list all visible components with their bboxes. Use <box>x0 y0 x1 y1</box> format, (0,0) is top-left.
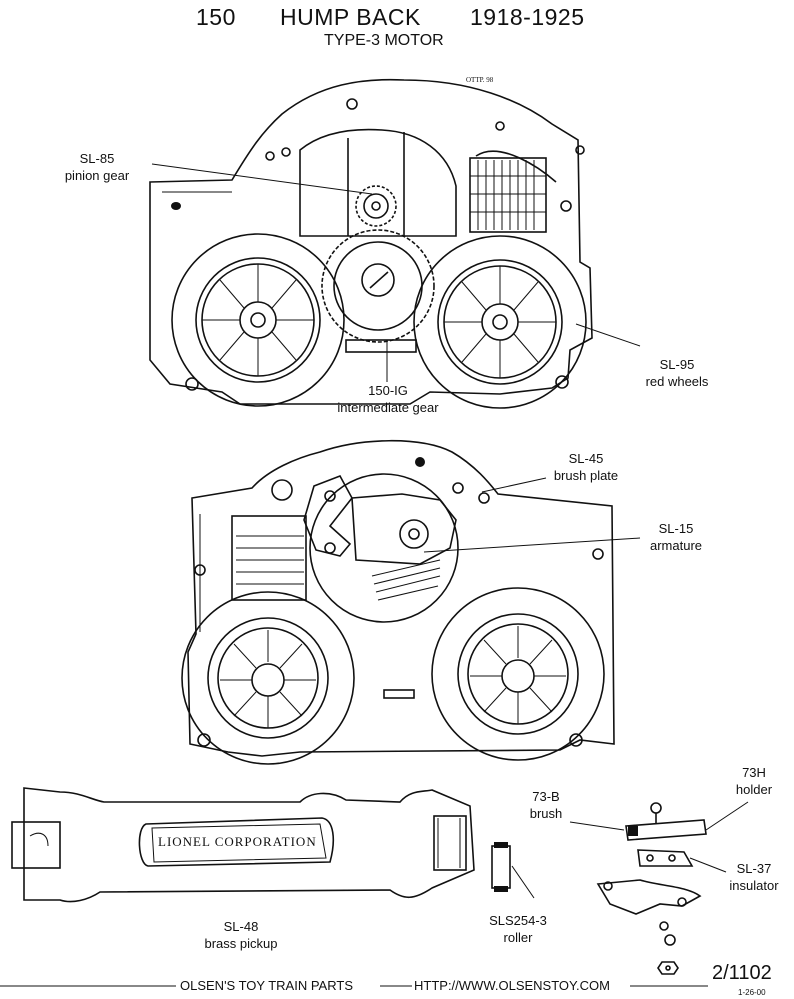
part-desc: pinion gear <box>64 168 130 183</box>
part-number: 73-B <box>532 789 560 804</box>
label-sl48: SL-48 brass pickup <box>186 918 296 952</box>
label-sl45: SL-45 brush plate <box>536 450 636 484</box>
part-number: SL-45 <box>568 451 604 466</box>
ottp-stamp: OTTP. 98 <box>466 76 494 84</box>
part-number: 73H <box>742 765 766 780</box>
part-number: SL-48 <box>223 919 259 934</box>
brush-parts-drawing <box>569 801 749 975</box>
label-sl37: SL-37 insulator <box>718 860 790 894</box>
model-name: HUMP BACK <box>280 4 421 30</box>
label-150-ig: 150-IG intermediate gear <box>318 382 458 416</box>
middle-leader-lines <box>423 477 641 553</box>
part-number: SLS254-3 <box>489 913 547 928</box>
pickup-plate-lettering: LIONEL CORPORATION <box>158 834 317 849</box>
part-desc: red wheels <box>645 374 709 389</box>
brass-pickup-drawing <box>11 787 475 903</box>
footer-company: OLSEN'S TOY TRAIN PARTS <box>180 978 353 993</box>
label-sl15: SL-15 armature <box>636 520 716 554</box>
page-number: 2/1102 <box>712 962 772 984</box>
label-sl95: SL-95 red wheels <box>632 356 722 390</box>
part-desc: holder <box>735 782 773 797</box>
page-subtitle: TYPE-3 MOTOR <box>324 32 444 49</box>
revision-date: 1-26-00 <box>738 988 766 997</box>
footer-url[interactable]: HTTP://WWW.OLSENSTOY.COM <box>414 978 610 993</box>
label-73-b: 73-B brush <box>516 788 576 822</box>
part-desc: brush plate <box>553 468 619 483</box>
part-number: SL-85 <box>79 151 115 166</box>
part-number: 150-IG <box>368 383 408 398</box>
part-desc: brush <box>529 806 563 821</box>
part-desc: brass pickup <box>204 936 278 951</box>
part-number: SL-95 <box>659 357 695 372</box>
part-desc: roller <box>503 930 533 945</box>
model-years: 1918-1925 <box>470 4 585 30</box>
part-desc: insulator <box>729 878 779 893</box>
label-sls254-3: SLS254-3 roller <box>478 912 558 946</box>
part-number: SL-37 <box>736 861 772 876</box>
part-desc: armature <box>649 538 703 553</box>
part-desc: intermediate gear <box>337 400 439 415</box>
label-sl85: SL-85 pinion gear <box>52 150 142 184</box>
model-number: 150 <box>196 4 236 30</box>
top-motor-drawing <box>149 78 593 409</box>
middle-motor-drawing <box>181 439 615 765</box>
label-73h: 73H holder <box>724 764 784 798</box>
roller-drawing <box>491 842 535 899</box>
part-number: SL-15 <box>658 521 694 536</box>
top-leader-lines <box>151 163 641 382</box>
